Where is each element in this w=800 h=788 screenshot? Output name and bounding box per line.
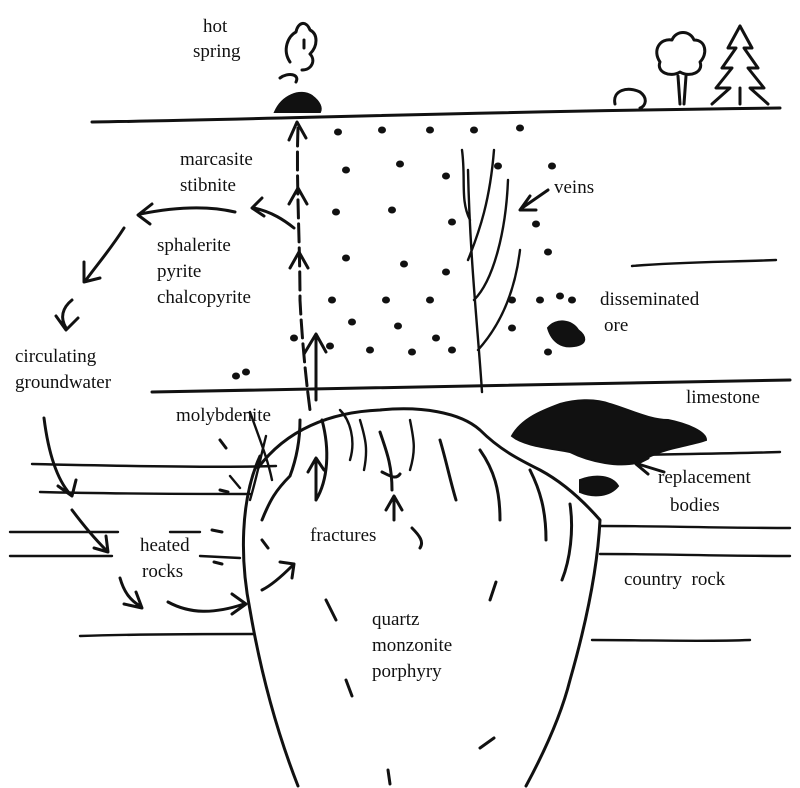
label-disseminated: disseminated	[600, 288, 699, 311]
groundwater-arrow-7	[120, 578, 142, 608]
label-quartz: quartz	[372, 608, 419, 631]
groundwater-arrow-9	[262, 562, 294, 590]
groundwater-arrow-5	[44, 418, 76, 496]
label-heated: heated	[140, 534, 190, 557]
ore-dot	[334, 129, 342, 136]
ore-dot	[232, 373, 240, 380]
veins	[462, 150, 520, 392]
stratum-line-right-4	[592, 640, 750, 641]
groundwater-arrow-1	[138, 204, 235, 224]
ore-dot	[342, 167, 350, 174]
ore-dot	[348, 319, 356, 326]
ore-dot	[242, 369, 250, 376]
ore-dot	[290, 335, 298, 342]
stratum-line-6	[80, 634, 254, 636]
ore-dot	[536, 297, 544, 304]
ore-dot	[382, 297, 390, 304]
ore-dot	[342, 255, 350, 262]
ore-dot	[442, 173, 450, 180]
stratum-line-3	[40, 492, 250, 494]
stratum-line-right-3	[600, 554, 790, 556]
label-country-rock: country rock	[624, 568, 725, 591]
ore-dot	[426, 297, 434, 304]
disseminated-ore-dots	[232, 125, 576, 380]
ore-dot	[532, 221, 540, 228]
ore-dot	[494, 163, 502, 170]
ore-dot	[426, 127, 434, 134]
ore-dot	[448, 219, 456, 226]
ore-dot	[328, 297, 336, 304]
ore-dot	[432, 335, 440, 342]
ore-dot	[470, 127, 478, 134]
label-fractures: fractures	[310, 524, 376, 547]
ore-dot	[442, 269, 450, 276]
ore-dot	[556, 293, 564, 300]
ore-dot	[394, 323, 402, 330]
label-groundwater: groundwater	[15, 371, 111, 394]
fracture-3	[380, 432, 400, 490]
label-hot: hot	[203, 15, 227, 38]
groundwater-arrow-2	[252, 198, 294, 228]
ore-dot	[448, 347, 456, 354]
stratum-line-5	[10, 556, 240, 558]
hot-spring-steam	[280, 23, 316, 82]
label-stibnite: stibnite	[180, 174, 236, 197]
ore-dot	[544, 349, 552, 356]
label-monzonite: monzonite	[372, 634, 452, 657]
stratum-line-right-2	[600, 526, 790, 528]
ore-dot	[326, 343, 334, 350]
label-rocks: rocks	[142, 560, 183, 583]
ore-dot	[378, 127, 386, 134]
fractures-arrow	[386, 496, 402, 520]
replacement-body-2	[580, 477, 618, 496]
label-ore: ore	[604, 314, 628, 337]
ore-dot	[548, 163, 556, 170]
trees-icon	[615, 26, 768, 108]
label-sphalerite: sphalerite	[157, 234, 231, 257]
fracture-5	[480, 450, 500, 520]
label-marcasite: marcasite	[180, 148, 253, 171]
label-chalcopyrite: chalcopyrite	[157, 286, 251, 309]
groundwater-arrow-3	[84, 228, 124, 282]
label-molybdenite: molybdenite	[176, 404, 271, 427]
groundwater-dashes	[212, 440, 228, 564]
fracture-2	[308, 420, 327, 500]
stratum-line-1	[632, 260, 776, 266]
ore-dot	[508, 325, 516, 332]
ground-surface-line	[92, 108, 780, 122]
ore-dot	[396, 161, 404, 168]
ore-dot	[408, 349, 416, 356]
ore-dot	[568, 297, 576, 304]
ore-dot	[516, 125, 524, 132]
ore-dot	[366, 347, 374, 354]
ore-dot	[400, 261, 408, 268]
label-spring: spring	[193, 40, 241, 63]
label-veins: veins	[554, 176, 594, 199]
intrusion-outline	[243, 409, 600, 786]
veins-arrow	[520, 190, 548, 210]
label-pyrite: pyrite	[157, 260, 201, 283]
label-porphyry: porphyry	[372, 660, 442, 683]
hot-spring-mound	[275, 93, 321, 112]
label-circulating: circulating	[15, 345, 96, 368]
ore-dot	[332, 209, 340, 216]
fracture-4	[440, 440, 456, 500]
ore-dot	[544, 249, 552, 256]
ore-dot	[388, 207, 396, 214]
stratum-line-2	[32, 464, 276, 467]
label-limestone: limestone	[686, 386, 760, 409]
label-replacement: replacement	[658, 466, 751, 489]
ore-blob	[548, 321, 584, 346]
groundwater-arrow-8	[168, 594, 246, 614]
groundwater-arrow-4	[56, 300, 78, 330]
label-bodies: bodies	[670, 494, 720, 517]
